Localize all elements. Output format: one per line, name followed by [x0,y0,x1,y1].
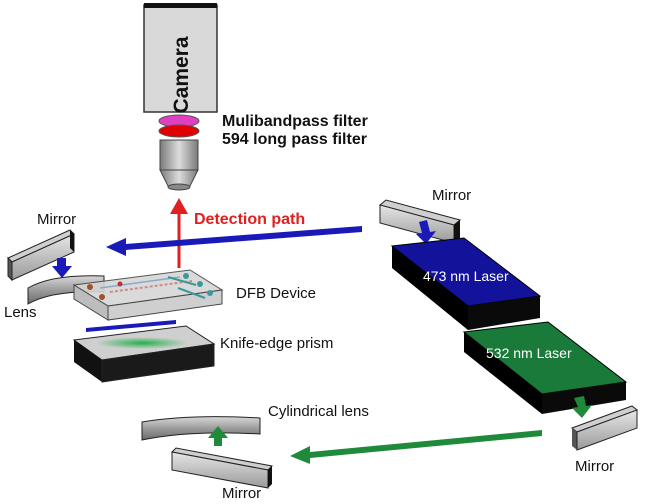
mirror-bottom-label: Mirror [222,485,261,502]
laser-532 [462,321,628,414]
blue-focus-line [86,320,176,332]
mirror-top-right [378,199,462,244]
mirror-top-right-label: Mirror [432,187,471,204]
laser-473 [390,237,542,330]
filter1-label: Mulibandpass filter [222,113,368,130]
green-beam [290,430,542,464]
blue-beam [106,226,362,256]
filter2-label: 594 long pass filter [222,131,367,148]
laser-532-label: 532 nm Laser [486,345,572,361]
detection-path-arrow [170,198,188,268]
knife-edge-prism-label: Knife-edge prism [220,335,333,352]
knife-edge-prism [72,325,216,383]
mirror-top-left [7,229,75,282]
green-arrow-from-laser [572,396,592,418]
mirror-bottom-right [570,405,639,451]
mirror-bottom [170,447,274,489]
blue-arrow-down-left [52,258,72,278]
camera: Camera [143,3,218,114]
detection-path-label: Detection path [194,211,305,228]
cylindrical-lens [141,416,261,441]
dfb-device [72,269,224,321]
laser-473-label: 473 nm Laser [423,268,509,284]
mirror-top-left-label: Mirror [37,211,76,228]
lens-label: Lens [4,304,37,321]
dfb-device-label: DFB Device [236,285,316,302]
green-arrow-up [208,426,228,446]
camera-label: Camera [170,36,193,113]
long-pass-filter [158,124,200,138]
cylindrical-lens-label: Cylindrical lens [268,403,369,420]
blue-arrow-from-laser [416,220,436,244]
filter-stack [158,114,200,138]
mirror-bottom-right-label: Mirror [575,458,614,475]
objective-lens [159,139,199,191]
